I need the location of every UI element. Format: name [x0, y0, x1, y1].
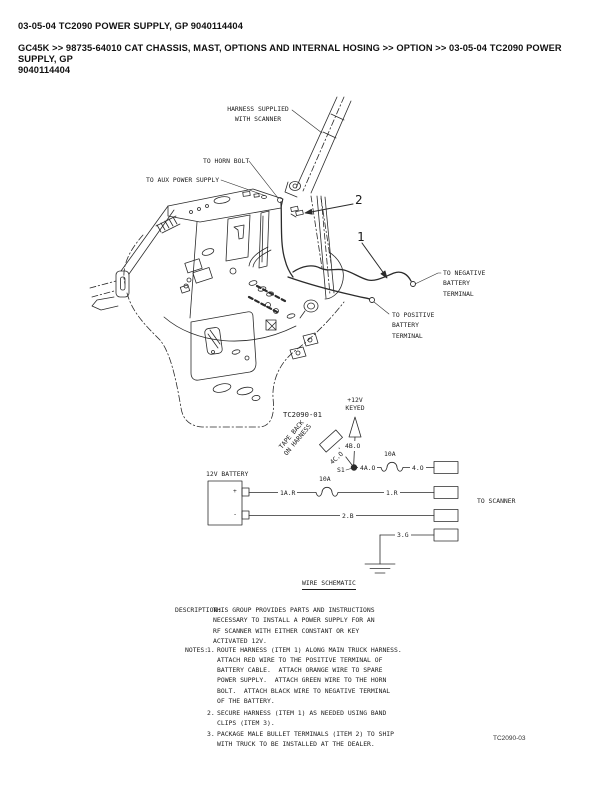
- callout-to-aux-power-supply: TO AUX POWER SUPPLY: [146, 176, 220, 184]
- callout-to-positive-battery: TO POSITIVE BATTERY TERMINAL: [392, 311, 435, 340]
- note-3-text: PACKAGE MALE BULLET TERMINALS (ITEM 2) T…: [217, 729, 394, 749]
- description-label: DESCRIPTION:: [175, 606, 222, 614]
- wire-label-1: 1.R: [384, 487, 400, 498]
- connector-3: [433, 509, 459, 522]
- battery-minus-sign: -: [234, 511, 237, 518]
- footer-reference: TC2090-03: [493, 735, 526, 742]
- item-arrows: [304, 203, 388, 279]
- item-number-2: 2: [355, 192, 363, 207]
- battery-label: 12V BATTERY: [206, 470, 249, 478]
- chassis-left-wing: [120, 205, 181, 275]
- fuse-mid-icon: [315, 486, 339, 497]
- wire-label-4b: 4B.O: [343, 441, 363, 452]
- note-3-number: 3.: [207, 729, 215, 738]
- left-arm-bracket: [89, 270, 130, 311]
- wire-label-4: 4.O: [410, 462, 426, 473]
- note-2-text: SECURE HARNESS (ITEM 1) AS NEEDED USING …: [217, 708, 387, 728]
- notes-label: NOTES:: [185, 645, 209, 654]
- wire-label-1a: 1A.R: [278, 487, 298, 498]
- note-1-number: 1.: [207, 645, 215, 654]
- fuse-top-label: 10A: [384, 450, 396, 458]
- callout-to-horn-bolt: TO HORN BOLT: [203, 157, 250, 165]
- item2-terminals: [290, 205, 304, 218]
- positive-terminal-point: [369, 297, 375, 303]
- fender-outline: [123, 234, 345, 428]
- wire-label-4a: 4A.O: [358, 462, 378, 473]
- connector-4: [433, 528, 459, 542]
- horn-bolt-point: [277, 197, 283, 203]
- page-title: 03-05-04 TC2090 POWER SUPPLY, GP 9040114…: [18, 21, 243, 31]
- breadcrumb: GC45K >> 98735-64010 CAT CHASSIS, MAST, …: [18, 43, 562, 75]
- note-1-text: ROUTE HARNESS (ITEM 1) ALONG MAIN TRUCK …: [217, 645, 402, 706]
- callout-to-negative-battery: TO NEGATIVE BATTERY TERMINAL: [443, 269, 486, 298]
- leader-lines: [220, 109, 442, 471]
- fuse-mid-label: 10A: [319, 475, 331, 483]
- callout-harness-supplied: HARNESS SUPPLIED WITH SCANNER: [227, 105, 289, 124]
- chassis-body-panels: [163, 195, 344, 401]
- wire-label-3: 3.G: [395, 530, 411, 541]
- keyed-label: +12V KEYED: [345, 396, 365, 413]
- fuse-top-icon: [380, 461, 404, 472]
- schematic-caption: WIRE SCHEMATIC: [302, 578, 356, 591]
- ground-symbol: [364, 534, 396, 574]
- battery-symbol: [207, 480, 250, 526]
- harness-wire: [280, 201, 416, 303]
- battery-plus-sign: +: [233, 488, 237, 495]
- chassis-deck: [167, 188, 284, 223]
- connector-1: [433, 461, 459, 474]
- splice-label: S1: [337, 466, 345, 474]
- connector-2: [433, 486, 459, 499]
- note-2-number: 2.: [207, 708, 215, 717]
- wire-schematic: [207, 416, 459, 574]
- mast: [284, 96, 352, 269]
- to-scanner-label: TO SCANNER: [477, 497, 516, 505]
- description-text: THIS GROUP PROVIDES PARTS AND INSTRUCTIO…: [213, 606, 375, 645]
- wire-label-2: 2.B: [340, 510, 356, 521]
- item-number-1: 1: [357, 229, 365, 244]
- schematic-ref: TC2090-01: [283, 410, 322, 419]
- splice-junction: [350, 464, 358, 471]
